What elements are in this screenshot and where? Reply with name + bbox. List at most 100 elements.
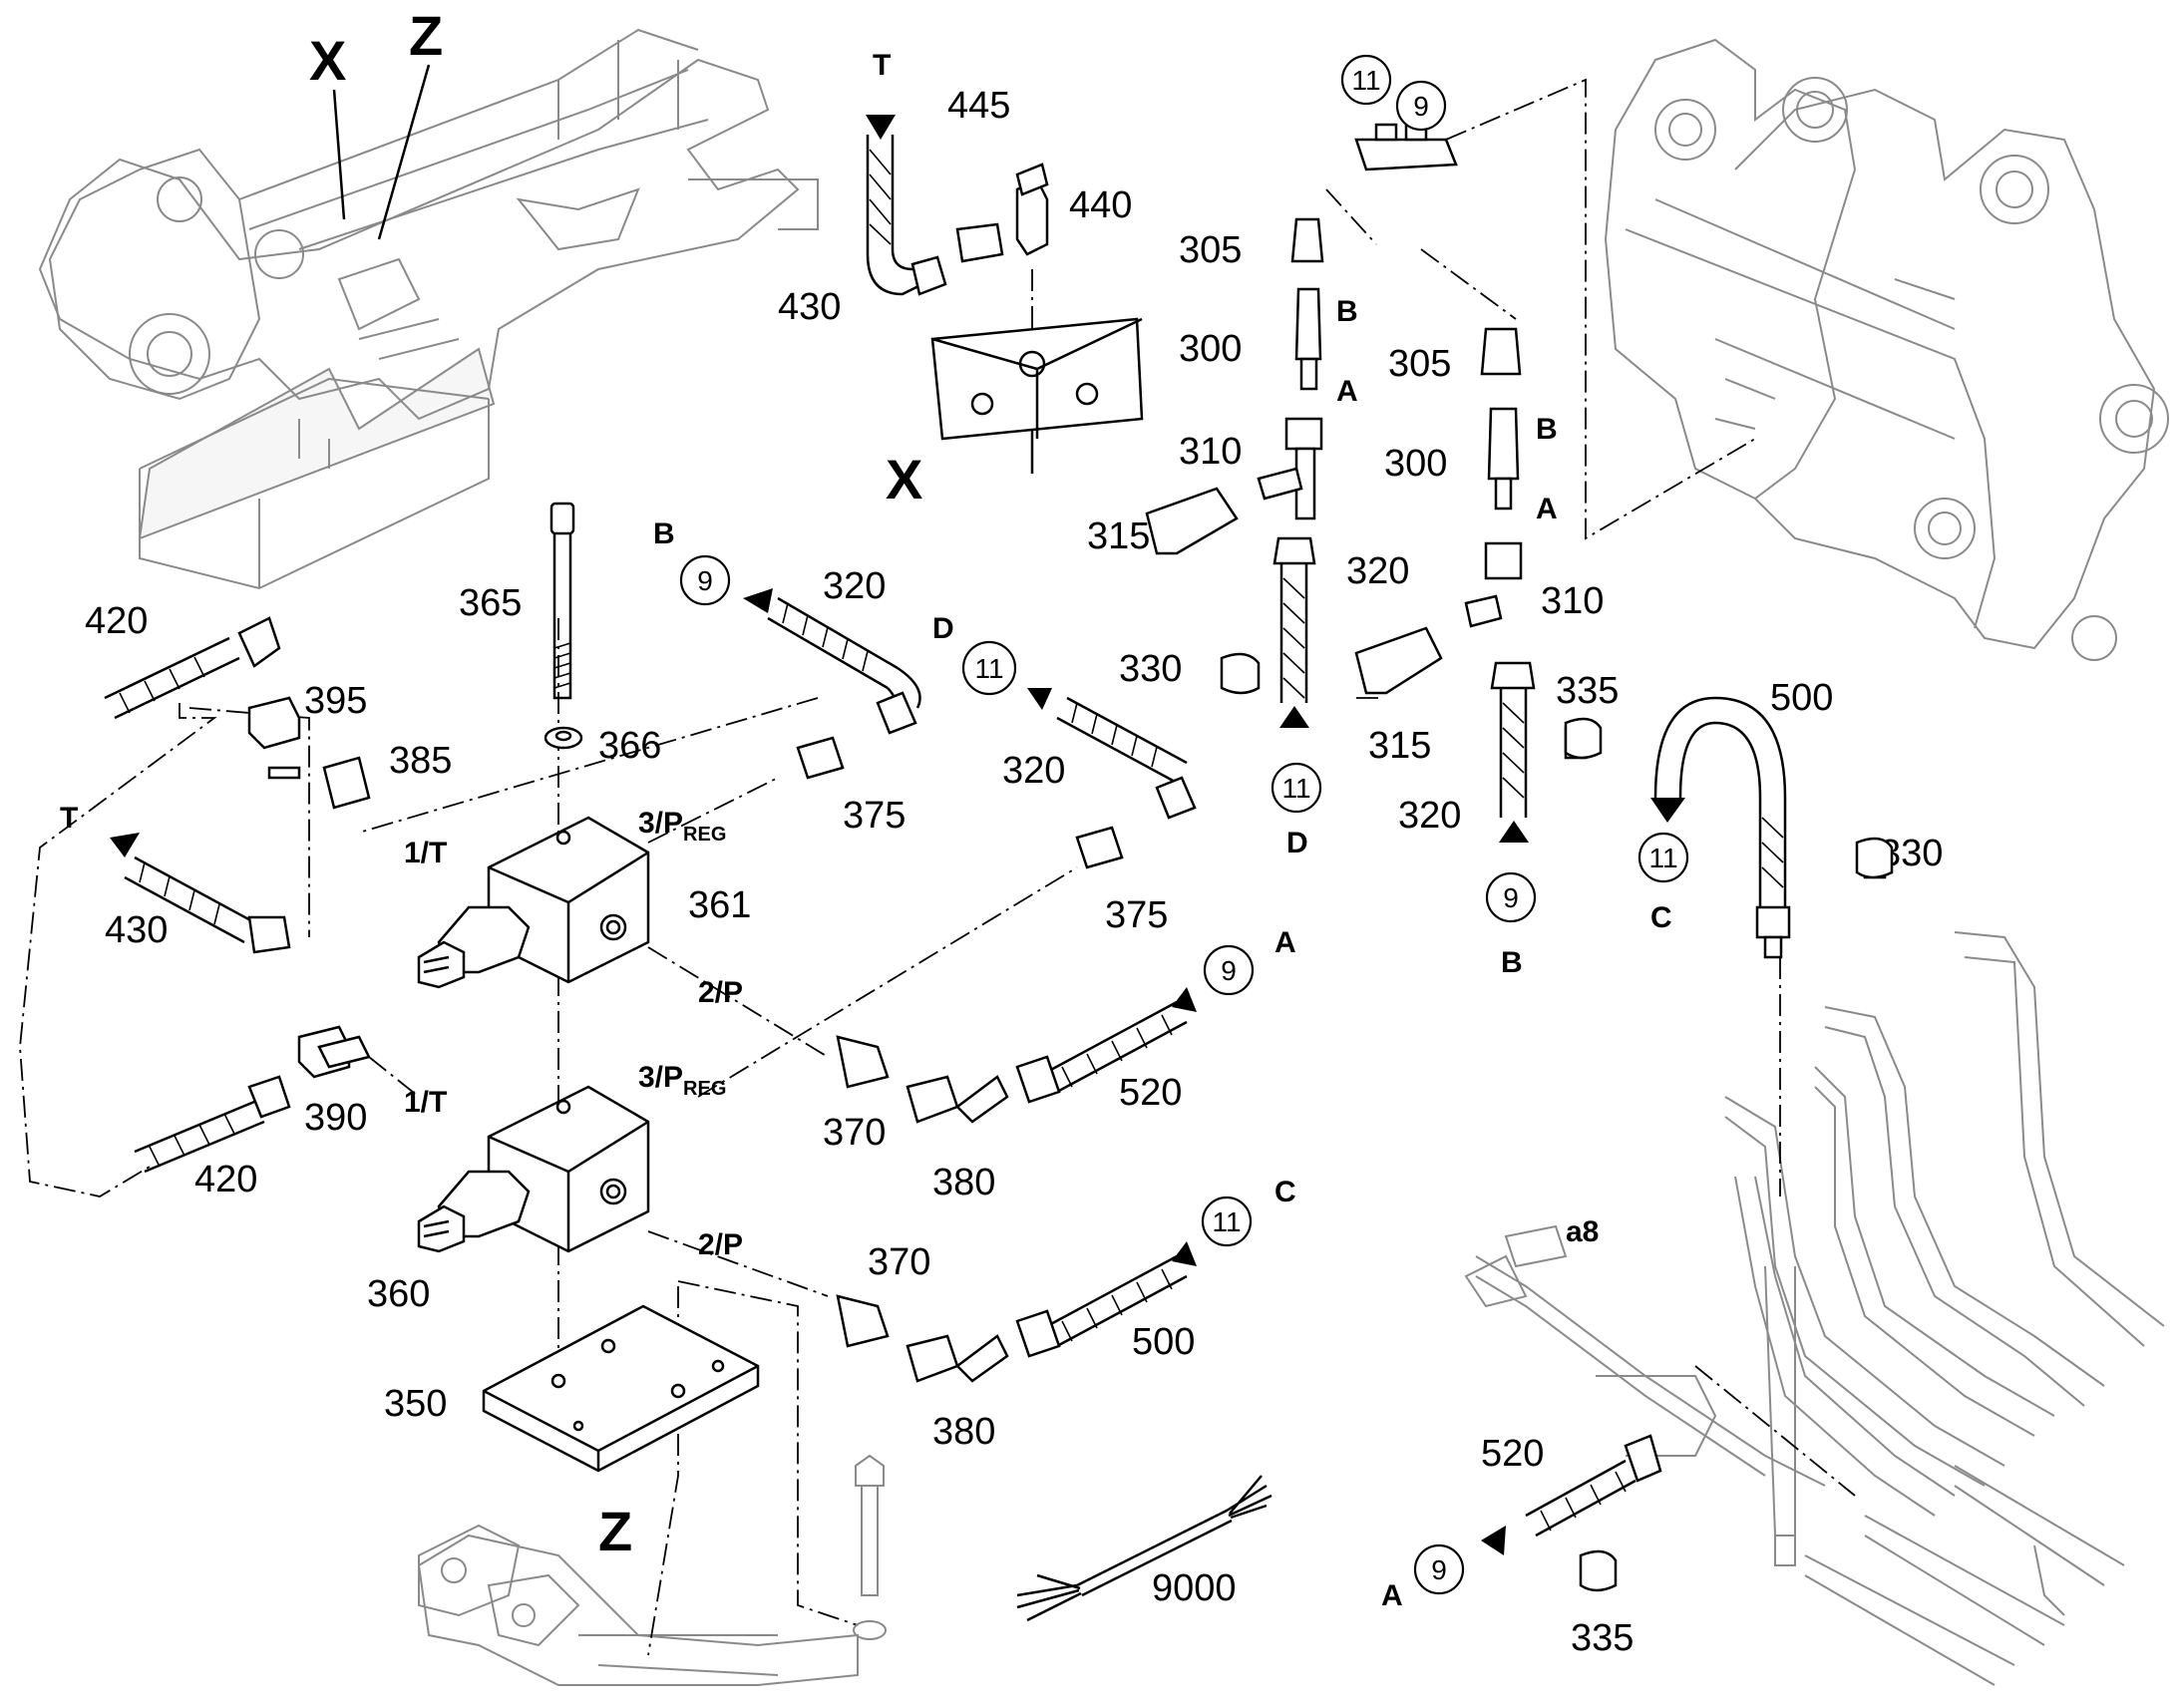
label-430-top: 430	[778, 286, 841, 328]
label-380-a: 380	[932, 1162, 995, 1203]
ref-11-top: 11	[1351, 65, 1380, 96]
label-395: 395	[304, 680, 367, 722]
label-370-b: 370	[868, 1241, 930, 1283]
port-c-11: C	[1650, 901, 1672, 934]
boom-structure-ghost	[1604, 38, 2169, 661]
label-9000: 9000	[1152, 1567, 1237, 1609]
hose-430-mid	[124, 855, 291, 954]
ref-9-bottom: 9	[1431, 1554, 1447, 1585]
part-number-labels: 445 440 430 305 300 310 315 305 300 320 …	[85, 85, 1943, 1659]
label-320-d: 320	[1398, 795, 1461, 837]
valve-block-361	[417, 816, 650, 989]
hose-320-c	[1272, 536, 1316, 703]
port-d-330: D	[1286, 827, 1308, 859]
label-375-b: 375	[1105, 894, 1168, 936]
view-z-top: Z	[409, 4, 443, 67]
label-440: 440	[1069, 184, 1132, 226]
port-b-300b: B	[1536, 413, 1558, 446]
label-335-a: 335	[1556, 670, 1619, 712]
label-420-b: 420	[194, 1159, 257, 1200]
hose-420-b	[134, 1075, 291, 1174]
label-390: 390	[304, 1097, 367, 1139]
label-375-a: 375	[843, 795, 906, 837]
port-b-300a: B	[1336, 295, 1358, 328]
label-320-a: 320	[823, 565, 886, 607]
port-b-320: B	[653, 517, 675, 550]
label-300-a: 300	[1179, 328, 1242, 370]
label-361: 361	[688, 884, 751, 926]
view-z-bottom: Z	[598, 1500, 632, 1562]
port-d-320: D	[932, 612, 954, 645]
port-1t-361: 1/T	[404, 837, 447, 869]
circle-references	[679, 54, 1689, 1595]
hose-420-a	[104, 616, 281, 720]
ref-9-top: 9	[1413, 91, 1429, 122]
port-a-bottom: A	[1381, 1579, 1403, 1612]
hose-520-a	[1015, 1000, 1188, 1104]
port-3p-360: 3/PREG	[638, 1061, 726, 1100]
label-305-b: 305	[1388, 343, 1451, 385]
port-a-300b: A	[1536, 493, 1558, 525]
view-x-top: X	[309, 29, 346, 92]
hose-320-d2	[1490, 661, 1536, 818]
port-b-9: B	[1501, 946, 1523, 979]
label-430-mid: 430	[105, 909, 168, 951]
label-330-a: 330	[1119, 648, 1182, 690]
washer-366	[544, 726, 583, 750]
a8-fitting-ghost	[1464, 1224, 1568, 1308]
label-445: 445	[947, 85, 1010, 127]
label-360: 360	[367, 1273, 430, 1315]
port-2p-361: 2/P	[698, 976, 743, 1009]
label-366: 366	[598, 725, 661, 767]
label-320-c: 320	[1346, 550, 1409, 592]
ref-11-500: 11	[1648, 843, 1677, 873]
label-420-a: 420	[85, 600, 148, 642]
label-310-b: 310	[1541, 580, 1604, 622]
label-315-a: 315	[1087, 515, 1150, 557]
flow-arrows	[110, 115, 1685, 1555]
label-500-hose: 500	[1770, 677, 1833, 719]
ref-9-520: 9	[1221, 955, 1237, 986]
label-385: 385	[389, 740, 452, 782]
port-a-300a: A	[1336, 375, 1358, 408]
label-310-a: 310	[1179, 431, 1242, 473]
linkage-ghost	[417, 1524, 859, 1686]
port-3p-361: 3/PREG	[638, 807, 726, 846]
label-500-b: 500	[1132, 1321, 1195, 1363]
port-1t-360: 1/T	[404, 1086, 447, 1119]
ref-11-d: 11	[974, 653, 1003, 684]
label-350: 350	[384, 1383, 447, 1425]
label-a8: a8	[1566, 1215, 1599, 1248]
mounting-plate-350	[482, 1304, 760, 1473]
label-320-b: 320	[1002, 750, 1065, 792]
label-520-b: 520	[1481, 1433, 1544, 1475]
label-315-b: 315	[1368, 725, 1431, 767]
wire-harness-9000	[1016, 1475, 1272, 1622]
view-x-mid: X	[886, 448, 922, 511]
hose-500-b	[1015, 1254, 1188, 1358]
hose-520-b	[1525, 1434, 1662, 1537]
pipe-bundle-ghost	[1464, 931, 2165, 1686]
circle-ref-texts: 11 9 9 11 11 9 11 9 11 9	[697, 65, 1677, 1585]
valve-block-360	[417, 1085, 650, 1253]
label-335-b: 335	[1571, 1617, 1634, 1659]
hose-430-top	[866, 135, 947, 296]
clips	[1220, 652, 1894, 1592]
bolt-bottom	[853, 1454, 887, 1640]
port-c-500: C	[1274, 1176, 1296, 1208]
ref-9-320: 9	[1503, 882, 1519, 913]
label-365: 365	[459, 582, 522, 624]
label-370-a: 370	[823, 1112, 886, 1154]
hose-320-d	[1056, 696, 1197, 820]
ref-11-330: 11	[1281, 773, 1310, 804]
label-380-b: 380	[932, 1411, 995, 1453]
label-305-a: 305	[1179, 229, 1242, 271]
port-a-520: A	[1274, 926, 1296, 959]
port-t-430: T	[60, 802, 78, 835]
hose-500-top	[1653, 696, 1791, 959]
label-300-b: 300	[1384, 443, 1447, 485]
port-t-top: T	[873, 49, 891, 82]
port-2p-360: 2/P	[698, 1228, 743, 1261]
chassis-frame-ghost	[38, 28, 819, 590]
